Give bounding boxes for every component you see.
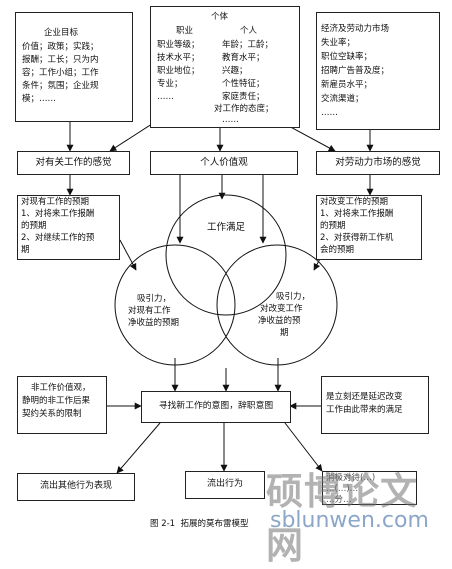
expect-change-line-2: 1、对将来工作报酬 bbox=[320, 209, 394, 219]
personal-line-5: 家庭责任； bbox=[222, 92, 265, 102]
arrow-individual-to-job-feeling bbox=[109, 121, 156, 152]
arrow-individual-to-market-feeling bbox=[284, 123, 336, 152]
watermark-url: sblunwen.com bbox=[270, 508, 429, 533]
occupation-line-4: 专业； bbox=[157, 79, 183, 89]
venn-circle-current-job bbox=[114, 244, 236, 366]
venn-right-line-4: 期 bbox=[280, 328, 289, 338]
org-goals-line-3: 容；工作小组；工作 bbox=[22, 68, 99, 78]
arrow-intent-to-right-outcome bbox=[284, 422, 323, 472]
org-goals-heading: 企业目标 bbox=[44, 28, 79, 38]
personal-line-7: …… bbox=[222, 115, 239, 125]
nonwork-line-2: 静明的非工作后果 bbox=[22, 396, 91, 406]
timing-box bbox=[321, 376, 429, 434]
market-feeling-box bbox=[316, 151, 440, 175]
expect-change-line-4: 2、对获得新工作机 bbox=[320, 233, 394, 243]
personal-heading: 个人 bbox=[240, 26, 258, 36]
expect-change-box bbox=[316, 195, 422, 260]
occupation-heading: 职业 bbox=[176, 26, 194, 36]
venn-right-line-2: 对改变工作 bbox=[260, 304, 303, 314]
occupation-line-5: …… bbox=[157, 92, 174, 102]
personal-line-1: 年龄；工龄； bbox=[222, 40, 274, 50]
venn-left-line-2: 对现有工作 bbox=[128, 306, 171, 316]
occupation-line-1: 职业等级； bbox=[157, 40, 200, 50]
labor-market-line-1: 经济及劳动力市场 bbox=[321, 24, 390, 34]
nonwork-line-3: 契约关系的限制 bbox=[22, 409, 82, 419]
org-goals-line-1: 价值；政策；实践； bbox=[22, 42, 99, 52]
right-outcome-line-3: …分… bbox=[326, 495, 352, 505]
org-goals-line-2: 报酬；工长；只为内 bbox=[22, 55, 99, 65]
personal-line-3: 兴趣； bbox=[222, 66, 248, 76]
org-goals-line-5: 模；…… bbox=[22, 94, 57, 104]
expect-current-line-4: 2、对继续工作的预 bbox=[21, 233, 95, 243]
expect-change-line-5: 会的预期 bbox=[320, 245, 355, 255]
expect-current-line-2: 1、对将来工作报酬 bbox=[21, 209, 95, 219]
occupation-line-3: 职业地位； bbox=[157, 66, 200, 76]
venn-circle-satisfaction bbox=[165, 194, 287, 316]
individual-heading: 个体 bbox=[211, 12, 229, 22]
venn-right-line-1: 吸引力， bbox=[276, 292, 311, 302]
expect-change-line-3: 的预期 bbox=[320, 221, 346, 231]
labor-market-line-4: 招聘广告普及度； bbox=[321, 66, 390, 76]
figure-caption: 图 2-1 拓展的莫布雷模型 bbox=[150, 519, 249, 529]
expect-current-line-3: 的预期 bbox=[21, 221, 47, 231]
timing-line-1: 是立刻还是延迟改变 bbox=[326, 392, 403, 402]
right-outcome-box bbox=[322, 471, 417, 505]
expect-current-box bbox=[17, 195, 120, 260]
arrow-expect-current-to-circle bbox=[119, 239, 137, 271]
personal-line-6: 对工作的态度； bbox=[214, 104, 274, 114]
nonwork-line-1: 非工作价值观， bbox=[31, 383, 91, 393]
labor-market-line-7: …… bbox=[321, 108, 338, 118]
personal-values-label: 个人价值观 bbox=[200, 157, 248, 168]
nonwork-values-box bbox=[17, 376, 107, 434]
intent-label: 寻找新工作的意图，辞职意图 bbox=[158, 401, 274, 411]
timing-line-2: 工作由此带来的满足 bbox=[326, 405, 403, 415]
turnover-box bbox=[185, 471, 265, 499]
turnover-label: 流出行为 bbox=[206, 479, 243, 489]
expect-current-line-1: 对现有工作的预期 bbox=[21, 197, 90, 207]
venn-circle-change-job bbox=[216, 244, 338, 366]
right-outcome-line-1: 消极对待(…) bbox=[326, 473, 376, 483]
right-outcome-line-2: …(…)… bbox=[326, 484, 359, 494]
labor-market-line-6: 交流渠道； bbox=[321, 94, 364, 104]
venn-left-line-3: 净收益的预期 bbox=[128, 318, 180, 328]
personal-line-2: 教育水平； bbox=[222, 53, 265, 63]
labor-market-line-3: 职位空缺率； bbox=[321, 52, 373, 62]
venn-right-line-3: 净收益的预 bbox=[258, 316, 301, 326]
individual-box bbox=[150, 6, 300, 128]
personal-line-4: 个性特征； bbox=[222, 79, 265, 89]
venn-label-satisfaction: 工作满足 bbox=[206, 222, 245, 233]
labor-market-line-2: 失业率； bbox=[321, 38, 356, 48]
labor-market-box bbox=[316, 12, 440, 130]
other-behaviors-label: 流出其他行为表现 bbox=[39, 481, 112, 491]
org-goals-line-4: 条件；氛围；企业规 bbox=[22, 81, 99, 91]
org-goals-box bbox=[15, 12, 133, 122]
intent-box bbox=[141, 391, 291, 423]
expect-change-line-1: 对改变工作的预期 bbox=[320, 197, 389, 207]
venn-left-line-1: 吸引力， bbox=[137, 294, 172, 304]
occupation-line-2: 技术水平； bbox=[157, 53, 200, 63]
job-feeling-box bbox=[17, 151, 130, 175]
labor-market-line-5: 新雇员水平； bbox=[321, 80, 373, 90]
market-feeling-label: 对劳动力市场的感觉 bbox=[335, 157, 421, 168]
expect-current-line-5: 期 bbox=[21, 245, 30, 255]
personal-values-box bbox=[150, 151, 298, 175]
job-feeling-label: 对有关工作的感觉 bbox=[35, 157, 112, 168]
other-behaviors-box bbox=[17, 473, 135, 501]
arrow-intent-to-other-behaviors bbox=[116, 422, 161, 474]
